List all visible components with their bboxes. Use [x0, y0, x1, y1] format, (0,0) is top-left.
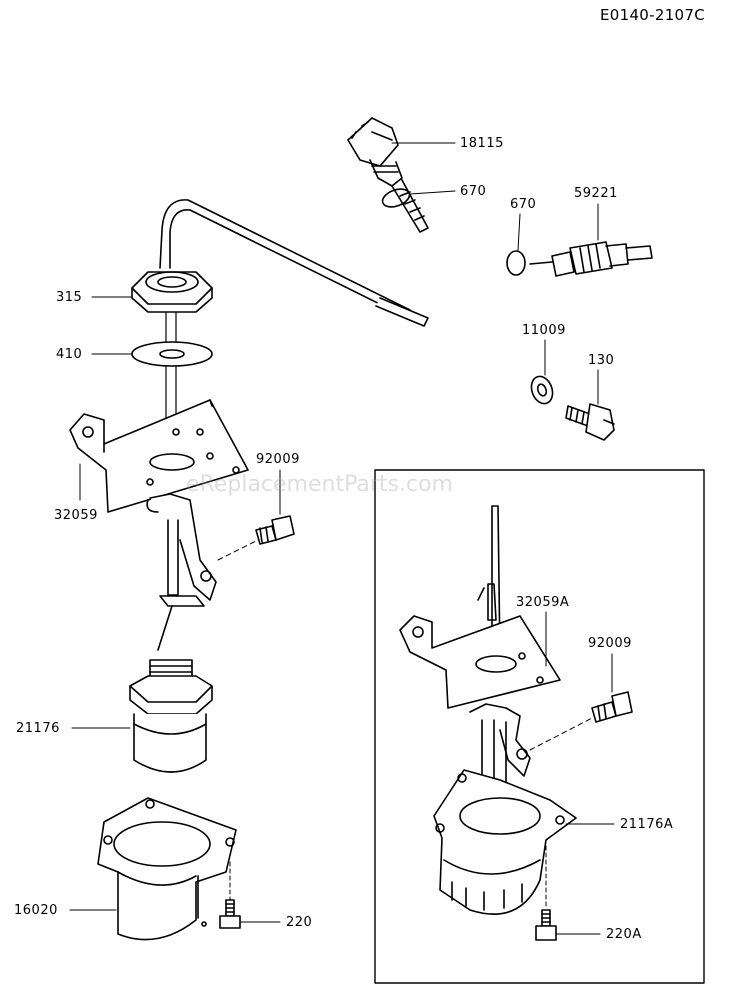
- part-130-bolt: [565, 403, 615, 441]
- part-92009-bolt-b: [591, 691, 633, 723]
- label-670-b: 670: [510, 197, 537, 212]
- part-315-probe-rod: [159, 199, 411, 311]
- label-130: 130: [588, 353, 615, 368]
- label-21176A: 21176A: [620, 817, 674, 832]
- watermark: eReplacementParts.com: [186, 472, 453, 497]
- diagram-code: E0140-2107C: [600, 6, 706, 24]
- part-315-probe-rod-inner: [169, 209, 409, 319]
- part-220-screw: [219, 861, 241, 929]
- label-18115: 18115: [460, 136, 504, 151]
- part-11009-hole: [536, 383, 548, 397]
- part-670-washer-a: [381, 188, 411, 208]
- part-32059A-bracket: [399, 615, 561, 709]
- leader-670a: [409, 190, 456, 195]
- part-21176A-solenoid: [433, 769, 577, 915]
- inset-assembly-frame: [374, 469, 705, 984]
- part-410-washer: [131, 341, 213, 367]
- part-670-washer-b: [506, 250, 526, 276]
- label-11009: 11009: [522, 323, 566, 338]
- label-315: 315: [56, 290, 83, 305]
- part-32059-lever: [146, 493, 217, 651]
- part-11009-washer: [530, 375, 554, 405]
- part-220A-screw: [535, 845, 557, 941]
- label-21176: 21176: [16, 721, 60, 736]
- part-16020-cover: [97, 797, 237, 941]
- part-315-nut: [131, 271, 213, 313]
- part-315-probe-tip: [375, 297, 429, 327]
- label-92009-b: 92009: [588, 636, 632, 651]
- part-21176-solenoid: [129, 659, 213, 773]
- label-92009-a: 92009: [256, 452, 300, 467]
- label-59221: 59221: [574, 186, 618, 201]
- part-32059-bracket: [69, 399, 249, 513]
- part-92009-bolt-a: [255, 515, 295, 545]
- part-59221-switch: [529, 241, 653, 277]
- label-32059A: 32059A: [516, 595, 570, 610]
- assembly-dash-left: [217, 537, 263, 561]
- label-16020: 16020: [14, 903, 58, 918]
- label-410: 410: [56, 347, 83, 362]
- leader-670b: [517, 213, 521, 251]
- part-18115-sensor: [347, 117, 429, 233]
- label-220A: 220A: [606, 927, 642, 942]
- assembly-dash-right: [529, 715, 597, 751]
- label-220: 220: [286, 915, 313, 930]
- label-670-a: 670: [460, 184, 487, 199]
- label-32059: 32059: [54, 508, 98, 523]
- part-410-washer-hole: [159, 349, 185, 359]
